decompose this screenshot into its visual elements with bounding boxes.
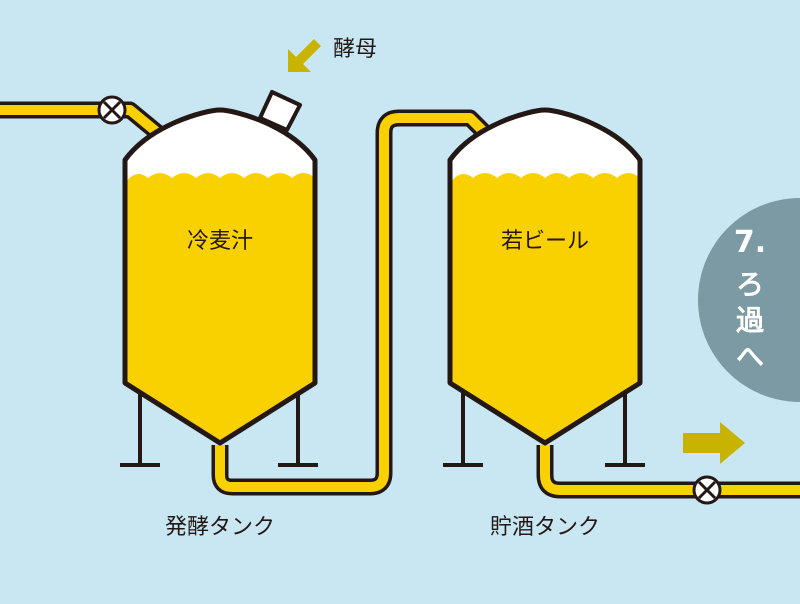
storage-tank: 若ビール — [443, 107, 645, 467]
fermentation-tank-liquid — [125, 173, 315, 443]
outlet-pipe — [540, 445, 800, 495]
next-step-char-3: へ — [736, 340, 764, 373]
next-step-number: 7. — [734, 225, 766, 260]
next-step-badge: 7. ろ 過 へ — [698, 198, 800, 402]
yeast-nozzle — [258, 90, 302, 132]
arrow-icon — [683, 422, 745, 464]
storage-tank-leg-left — [443, 385, 483, 467]
fermentation-tank-label: 発酵タンク — [165, 515, 275, 540]
fermentation-tank-outline — [122, 107, 318, 446]
pipes — [0, 101, 800, 499]
next-step-circle — [698, 198, 800, 402]
wort-label: 冷麦汁 — [187, 229, 253, 254]
young-beer-label: 若ビール — [501, 229, 589, 254]
storage-tank-label: 貯酒タンク — [490, 515, 600, 540]
valve-icon — [692, 475, 722, 505]
valve-icon — [97, 95, 127, 125]
fermentation-tank-leg-left — [120, 385, 160, 467]
storage-tank-outline — [447, 107, 643, 446]
fermentation-tank: 冷麦汁 — [120, 90, 318, 467]
storage-tank-liquid — [450, 173, 640, 443]
transfer-pipe — [215, 113, 507, 492]
arrow-icon — [288, 39, 321, 72]
outlet-pipe-outline — [536, 445, 800, 499]
storage-tank-leg-right — [605, 385, 645, 467]
yeast-label: 酵母 — [333, 37, 377, 62]
next-step-char-2: 過 — [736, 304, 765, 337]
fermentation-tank-leg-right — [278, 385, 318, 467]
next-step-char-1: ろ — [736, 268, 764, 301]
